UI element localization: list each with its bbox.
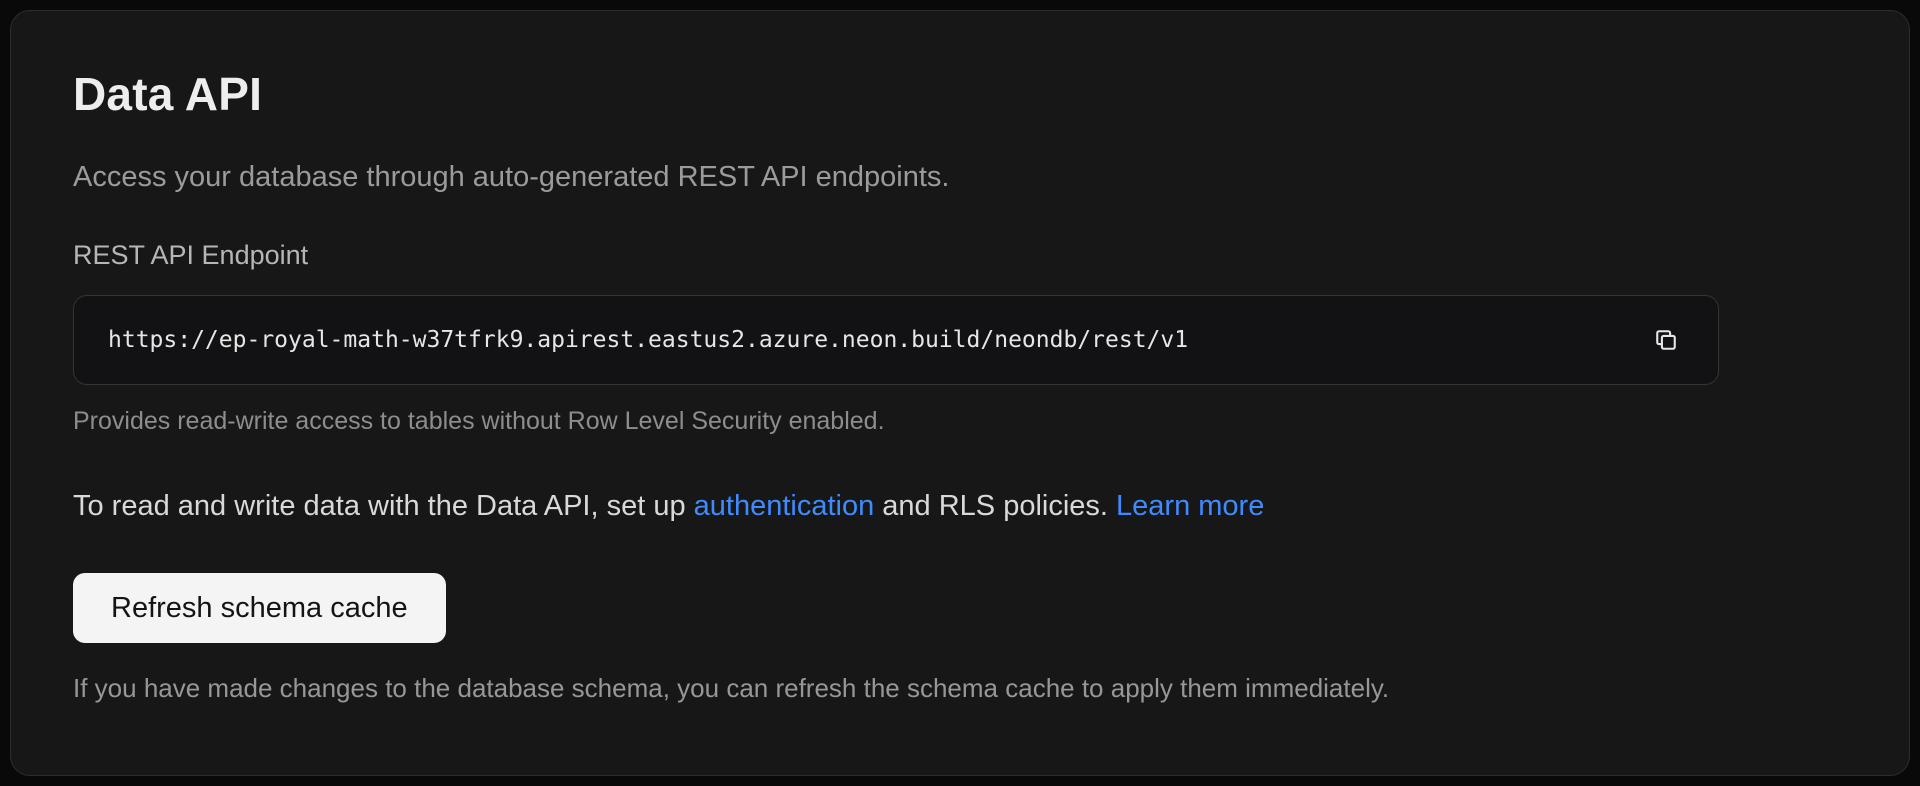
schema-cache-helper-text: If you have made changes to the database… — [73, 673, 1390, 703]
endpoint-helper-text: Provides read-write access to tables wit… — [73, 407, 885, 435]
page-subtitle: Access your database through auto-genera… — [73, 161, 950, 193]
rls-note-text-after: and RLS policies. — [874, 490, 1117, 522]
rls-note: To read and write data with the Data API… — [73, 490, 1847, 523]
copy-endpoint-button[interactable] — [1640, 314, 1692, 366]
refresh-schema-cache-button[interactable]: Refresh schema cache — [73, 573, 446, 643]
rest-api-endpoint-label: REST API Endpoint — [73, 240, 309, 270]
page-title: Data API — [73, 68, 263, 120]
learn-more-link[interactable]: Learn more — [1116, 490, 1265, 522]
rls-note-text-before: To read and write data with the Data API… — [73, 490, 694, 522]
rest-api-endpoint-url: https://ep-royal-math-w37tfrk9.apirest.e… — [108, 327, 1189, 353]
copy-icon — [1652, 326, 1680, 354]
rest-api-endpoint-field: https://ep-royal-math-w37tfrk9.apirest.e… — [73, 295, 1719, 385]
data-api-card: Data API Access your database through au… — [10, 10, 1910, 776]
authentication-link[interactable]: authentication — [693, 490, 875, 522]
